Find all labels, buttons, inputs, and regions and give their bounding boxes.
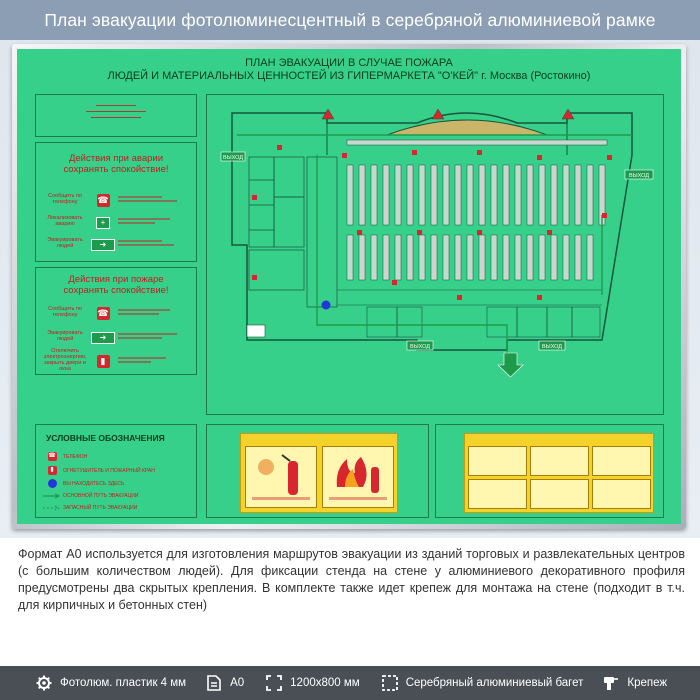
feature-format: А0 [206, 675, 244, 691]
frame-icon [381, 675, 398, 691]
banner-title: План эвакуации фотолюминесцентный в сере… [44, 9, 656, 30]
exit-sign-icon: ➜ [91, 332, 115, 344]
extinguisher-markers [252, 145, 612, 300]
main-route-icon [43, 492, 61, 499]
fire-row-label: Эвакуировать людей [47, 330, 83, 342]
accident-actions-panel: Действия при аварии сохранять спокойстви… [35, 142, 197, 262]
fire-row-label: Сообщить по телефону [48, 306, 82, 318]
extinguisher-instructions-box [206, 424, 429, 518]
feature-frame: Серебряный алюминиевый багет [381, 675, 584, 691]
gear-icon [36, 675, 52, 691]
legend-item: ОСНОВНОЙ ПУТЬ ЭВАКУАЦИИ [41, 491, 138, 500]
first-aid-cell [592, 446, 651, 476]
fire-illustration [329, 457, 387, 500]
phone-icon: ☎ [47, 452, 57, 461]
first-aid-cell [468, 446, 527, 476]
plan-title-line2: ЛЮДЕЙ И МАТЕРИАЛЬНЫХ ЦЕННОСТЕЙ ИЗ ГИПЕРМ… [107, 70, 591, 82]
shelf-rows [346, 139, 608, 281]
floor-plan-drawing: ВЫХОД ВЫХОД ВЫХОД ВЫХОД [220, 108, 654, 378]
first-aid-cell [530, 446, 589, 476]
extinguisher-instructions-panel [240, 433, 398, 513]
feature-label: Серебряный алюминиевый багет [405, 677, 584, 689]
accident-panel-title: Действия при аварии сохранять спокойстви… [63, 153, 169, 175]
legend-item: ЗАПАСНЫЙ ПУТЬ ЭВАКУАЦИИ [41, 503, 137, 512]
instruction-step-1 [245, 446, 317, 508]
legend-item: ВЫ НАХОДИТЕСЬ ЗДЕСЬ [41, 479, 124, 488]
exit-sign-icon: ➜ [91, 239, 115, 251]
fire-panel-title: Действия при пожаре сохранять спокойстви… [63, 274, 169, 296]
legend-panel: УСЛОВНЫЕ ОБОЗНАЧЕНИЯ ☎ ТЕЛЕФОН ▮ ОГНЕТУШ… [35, 424, 197, 518]
exit-label-right: ВЫХОД [629, 173, 649, 179]
legend-item: ▮ ОГНЕТУШИТЕЛЬ И ПОЖАРНЫЙ КРАН [41, 466, 155, 475]
first-aid-sign-icon: + [96, 217, 110, 229]
exit-label-left: ВЫХОД [223, 155, 243, 161]
extinguisher-illustration [252, 454, 310, 500]
stamp-text-placeholder [36, 103, 196, 118]
first-aid-panel-title-placeholder [465, 436, 653, 442]
feature-mounting: Крепеж [603, 675, 667, 691]
aluminium-frame: ПЛАН ЭВАКУАЦИИ В СЛУЧАЕ ПОЖАРА ЛЮДЕЙ И М… [12, 44, 686, 529]
document-icon [206, 675, 222, 691]
features-bar: Фотолюм. пластик 4 мм А0 1200x800 мм Сер… [0, 666, 700, 700]
plan-info-stamp [35, 94, 197, 137]
feature-label: Фотолюм. пластик 4 мм [60, 677, 187, 689]
feature-label: А0 [230, 677, 245, 689]
plan-title: ПЛАН ЭВАКУАЦИИ В СЛУЧАЕ ПОЖАРА ЛЮДЕЙ И М… [17, 57, 681, 83]
legend-item: ☎ ТЕЛЕФОН [47, 452, 88, 461]
first-aid-cell [468, 479, 527, 509]
accident-row-label: Эвакуировать людей [47, 237, 83, 249]
extinguisher-panel-title-placeholder [241, 436, 397, 442]
expand-icon [266, 675, 283, 691]
exit-signs [220, 151, 654, 351]
legend-title: УСЛОВНЫЕ ОБОЗНАЧЕНИЯ [46, 433, 165, 443]
spare-route-icon [43, 505, 61, 510]
first-aid-cell [592, 479, 651, 509]
fire-actions-panel: Действия при пожаре сохранять спокойстви… [35, 267, 197, 375]
instruction-step-2 [322, 446, 394, 508]
feature-material: Фотолюм. пластик 4 мм [36, 675, 186, 691]
accident-row-label: Локализовать аварию [47, 215, 83, 227]
title-banner: План эвакуации фотолюминесцентный в сере… [0, 0, 700, 40]
first-aid-cell [530, 479, 589, 509]
evacuation-plan-board: ПЛАН ЭВАКУАЦИИ В СЛУЧАЕ ПОЖАРА ЛЮДЕЙ И М… [17, 49, 681, 524]
feature-label: 1200x800 мм [290, 677, 360, 689]
extinguisher-icon: ▮ [47, 466, 57, 475]
you-are-here-marker [321, 300, 331, 310]
phone-sign-icon: ☎ [96, 307, 110, 320]
feature-label: Крепеж [627, 677, 668, 689]
phone-sign-icon: ☎ [96, 194, 110, 207]
first-aid-panel [464, 433, 654, 513]
drill-icon [603, 675, 619, 691]
you-are-here-icon [47, 479, 57, 488]
first-aid-box [435, 424, 664, 518]
accident-row-label: Сообщить по телефону [48, 193, 82, 205]
feature-size: 1200x800 мм [266, 675, 360, 691]
product-description: Формат А0 используется для изготовления … [18, 547, 685, 612]
floor-plan-area: ВЫХОД ВЫХОД ВЫХОД ВЫХОД [206, 94, 664, 415]
extinguisher-sign-icon: ▮ [96, 355, 110, 368]
exit-label-bottom-1: ВЫХОД [410, 344, 430, 350]
exit-label-bottom-2: ВЫХОД [542, 344, 562, 350]
fire-row-label: Отключить электроэнергию, закрыть двери … [43, 348, 87, 372]
plan-title-line1: ПЛАН ЭВАКУАЦИИ В СЛУЧАЕ ПОЖАРА [245, 57, 453, 69]
